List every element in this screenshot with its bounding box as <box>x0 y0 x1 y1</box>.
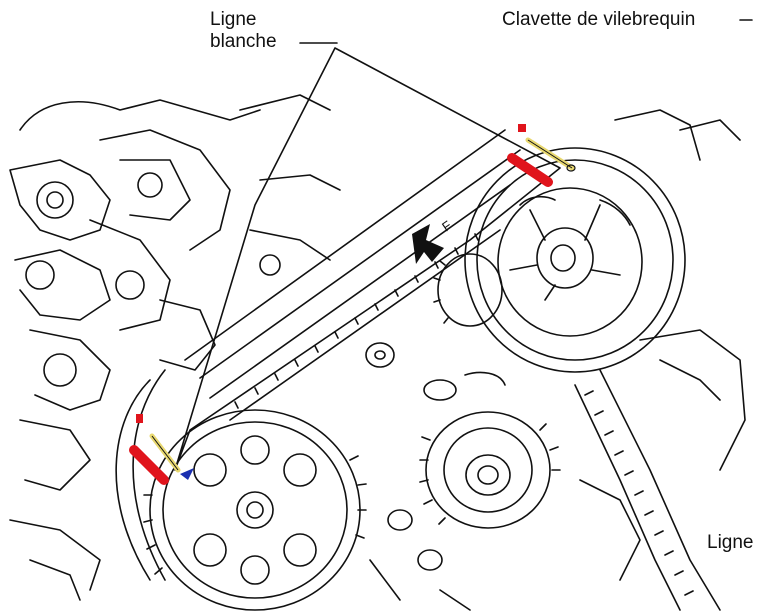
label-clavette-vilebrequin: Clavette de vilebrequin <box>502 9 696 30</box>
engine-bolts-middle <box>365 342 506 611</box>
engine-block-right <box>579 109 746 581</box>
alignment-mark-lower <box>129 414 181 485</box>
idler-sprocket-upper <box>433 253 503 327</box>
crankshaft-sprocket <box>143 409 367 611</box>
label-ligne-blanche: Ligne blanche <box>210 9 277 53</box>
engine-block-left <box>9 94 341 601</box>
label-ligne-blanche-line2: blanche <box>210 31 277 52</box>
tensioner-pulley <box>419 411 561 529</box>
label-ligne-blanche-line1: Ligne <box>210 9 257 30</box>
alignment-mark-upper <box>507 124 576 187</box>
camshaft-sprocket-right <box>464 147 686 373</box>
timing-belt <box>115 129 721 611</box>
belt-cover-outline <box>174 47 561 471</box>
label-ligne-bottom: Ligne <box>707 532 754 553</box>
arrow-down-left-icon: F <box>412 218 454 264</box>
triangle-pointer-icon <box>180 468 194 480</box>
